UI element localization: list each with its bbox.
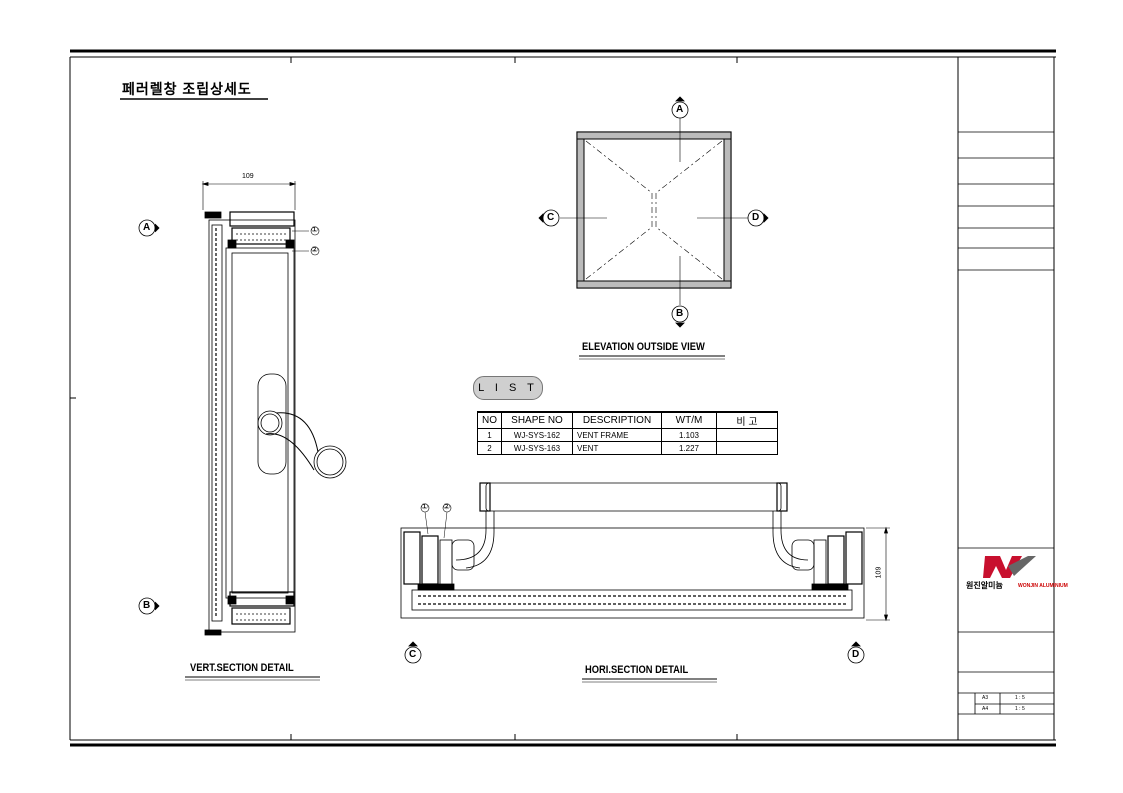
row-note <box>716 441 778 455</box>
section-marker-d-elev <box>747 209 769 227</box>
scale-value-2: 1 : 5 <box>1015 706 1025 712</box>
parts-table: NO SHAPE NO DESCRIPTION WT/M 비 고 1 WJ-SY… <box>477 411 778 455</box>
vertical-section-drawing <box>201 181 347 636</box>
dimension-side-label: 109 <box>875 566 883 579</box>
table-row: 1 WJ-SYS-162 VENT FRAME 1.103 <box>477 428 778 442</box>
company-name-kr: 원진알미늄 <box>966 581 1003 590</box>
section-marker-a-top <box>671 96 689 119</box>
col-note: 비 고 <box>716 411 778 429</box>
drawing-title: 페러렐창 조립상세도 <box>122 81 252 97</box>
marker-b-left-label: B <box>143 600 151 611</box>
parts-table-header: NO SHAPE NO DESCRIPTION WT/M 비 고 <box>477 411 778 429</box>
callout-2-vert: ② <box>311 245 319 254</box>
marker-d-elev-label: D <box>752 212 760 223</box>
scale-value-1: 1 : 5 <box>1015 695 1025 701</box>
dimension-top-label: 109 <box>242 173 254 180</box>
caption-underlines <box>120 98 725 683</box>
row-shape: WJ-SYS-162 <box>501 428 573 442</box>
marker-c-elev-label: C <box>547 212 555 223</box>
company-logo <box>983 556 1036 578</box>
scale-label-1: A3 <box>982 695 989 701</box>
row-shape: WJ-SYS-163 <box>501 441 573 455</box>
marker-d-hori-label: D <box>852 649 860 660</box>
elevation-outside-view <box>560 118 748 305</box>
row-wt: 1.227 <box>661 441 717 455</box>
marker-c-hori-label: C <box>409 649 417 660</box>
section-marker-c-elev <box>538 209 560 227</box>
row-note <box>716 428 778 442</box>
section-marker-b-left <box>138 597 160 615</box>
row-wt: 1.103 <box>661 428 717 442</box>
sheet-border <box>69 49 1056 747</box>
col-no: NO <box>477 411 502 429</box>
row-desc: VENT FRAME <box>572 428 662 442</box>
marker-a-top-label: A <box>676 104 684 115</box>
table-row: 2 WJ-SYS-163 VENT 1.227 <box>477 441 778 455</box>
col-desc: DESCRIPTION <box>572 411 662 429</box>
col-shape: SHAPE NO <box>501 411 573 429</box>
hori-section-caption: HORI.SECTION DETAIL <box>585 664 689 676</box>
section-marker-a-left <box>138 219 160 237</box>
list-badge: L I S T <box>473 376 543 400</box>
horizontal-section-drawing <box>400 482 890 622</box>
vert-section-caption: VERT.SECTION DETAIL <box>190 662 294 674</box>
scale-label-2: A4 <box>982 706 989 712</box>
elevation-caption: ELEVATION OUTSIDE VIEW <box>582 341 705 353</box>
row-no: 1 <box>477 428 502 442</box>
callout-1-hori: ① <box>421 502 429 511</box>
row-desc: VENT <box>572 441 662 455</box>
company-name-en: WONJIN ALUMINIUM <box>1018 583 1068 589</box>
callout-1-vert: ① <box>311 225 319 234</box>
section-marker-c-hori <box>404 641 422 664</box>
marker-b-bottom-label: B <box>676 308 684 319</box>
row-no: 2 <box>477 441 502 455</box>
callout-2-hori: ② <box>443 502 451 511</box>
title-block <box>958 131 1054 715</box>
section-marker-d-hori <box>847 641 865 664</box>
section-marker-b-bottom <box>671 305 689 328</box>
col-wt: WT/M <box>661 411 717 429</box>
marker-a-left-label: A <box>143 222 151 233</box>
